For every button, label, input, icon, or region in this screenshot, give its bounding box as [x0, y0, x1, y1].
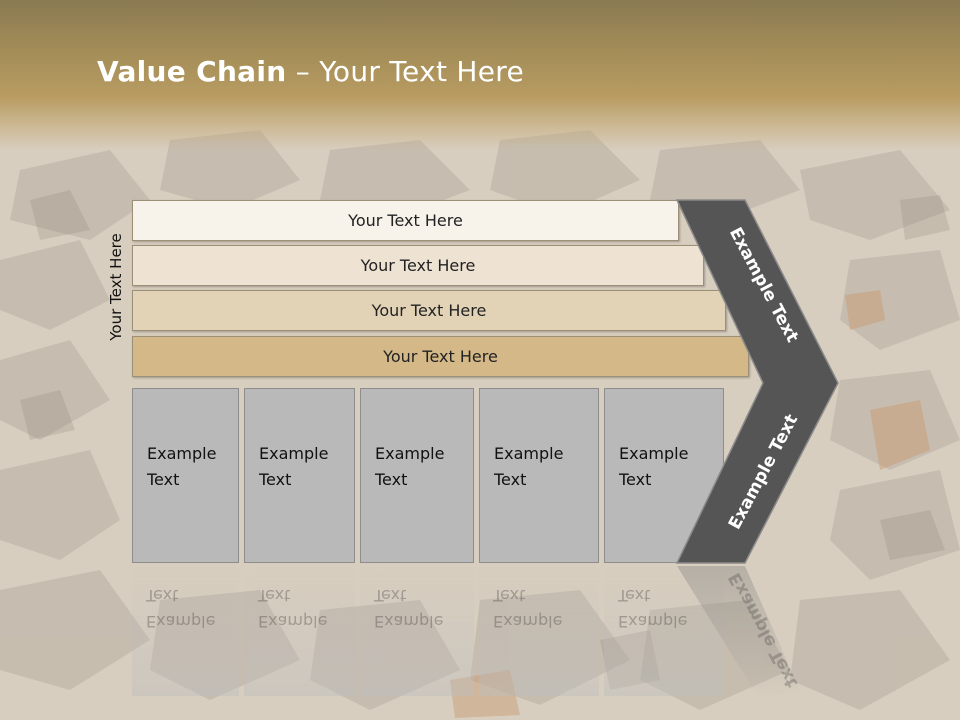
activity-box-1: Example Text — [132, 388, 239, 563]
activity-box-3: Example Text — [360, 388, 474, 563]
box-line1: Example — [259, 444, 329, 463]
band-4: Your Text Here — [132, 336, 749, 377]
slide-title: Value Chain – Your Text Here — [97, 55, 524, 88]
box-line1: Example — [494, 444, 564, 463]
band-2: Your Text Here — [132, 245, 704, 286]
box-line1: Example — [147, 444, 217, 463]
band-1: Your Text Here — [132, 200, 679, 241]
box-line2: Text — [259, 470, 292, 489]
activity-box-4: Example Text — [479, 388, 599, 563]
band-label: Your Text Here — [348, 211, 463, 230]
activity-box-2: Example Text — [244, 388, 355, 563]
box-line1: Example — [375, 444, 445, 463]
title-rest: – Your Text Here — [286, 55, 525, 88]
band-3: Your Text Here — [132, 290, 726, 331]
box-line1: Example — [619, 444, 689, 463]
box-line2: Text — [375, 470, 408, 489]
band-label: Your Text Here — [371, 301, 487, 320]
chevron-shape — [675, 199, 839, 564]
chevron-reflection — [677, 566, 800, 700]
header-band — [0, 0, 960, 150]
box-line2: Text — [147, 470, 180, 489]
box-line2: Text — [619, 470, 652, 489]
band-label: Your Text Here — [383, 347, 498, 366]
band-label: Your Text Here — [360, 256, 476, 275]
box-line2: Text — [494, 470, 527, 489]
title-bold: Value Chain — [97, 55, 287, 88]
